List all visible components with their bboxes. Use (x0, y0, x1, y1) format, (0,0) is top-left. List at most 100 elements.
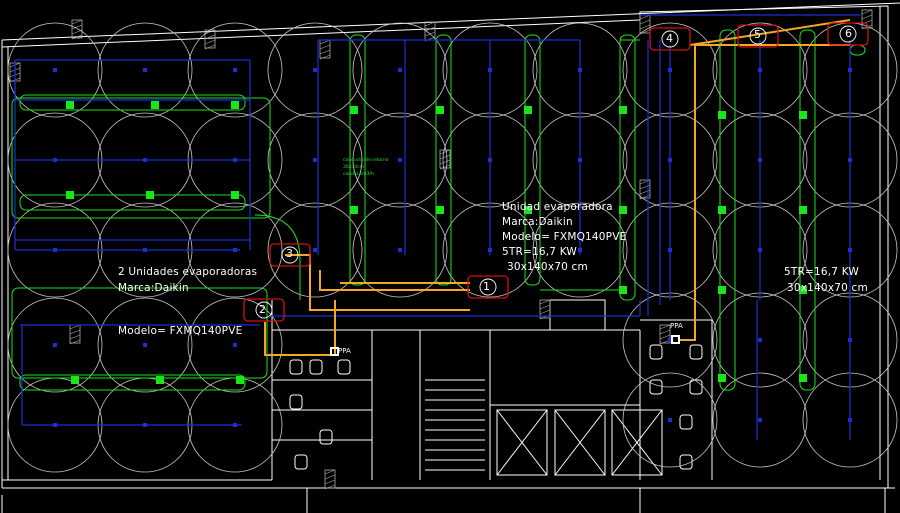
coverage-circle (267, 112, 363, 208)
coverage-circle (187, 22, 283, 118)
return-ducts (11, 29, 866, 391)
return-duct (540, 39, 640, 291)
hatched-column (639, 14, 651, 35)
left-spec-line1: 2 Unidades evaporadoras (118, 266, 258, 278)
center-spec-line4: 5TR=16,7 KW (502, 246, 577, 258)
left-spec-line2: Marca:Daikin (118, 282, 189, 294)
center-spec-line5: 30x140x70 cm (507, 261, 588, 273)
supply-diffuser (758, 68, 762, 72)
column-hatch (324, 474, 336, 480)
right-spec-line2: 30x140x70 cm (787, 282, 868, 294)
unit-housing (827, 22, 869, 46)
bathroom-fixture (679, 414, 693, 430)
hatched-column (439, 149, 451, 170)
supply-diffuser (758, 418, 762, 422)
hatched-column (69, 324, 81, 345)
return-grille (436, 206, 444, 214)
return-grille (66, 191, 74, 199)
supply-diffuser (848, 418, 852, 422)
supply-diffuser (488, 158, 492, 162)
unit-housing (467, 275, 509, 299)
unit-label-6: 6 (845, 27, 853, 40)
column-hatch (204, 44, 216, 50)
column-hatch (324, 469, 336, 475)
coverage-circle (352, 202, 448, 298)
column-hatch (861, 14, 873, 20)
unit-label-5: 5 (754, 28, 762, 41)
coverage-circle (352, 112, 448, 208)
column-hatch (539, 304, 551, 310)
column-hatch (324, 484, 336, 490)
elevator-box (554, 409, 606, 476)
column-hatch (439, 164, 451, 170)
supply-diffuser (143, 158, 147, 162)
return-grille (718, 206, 726, 214)
column-hatch (204, 34, 216, 40)
supply-diffuser (398, 68, 402, 72)
supply-diffuser (668, 68, 672, 72)
supply-diffuser (398, 158, 402, 162)
refrigerant-pipe (285, 254, 470, 311)
column-hatch (424, 21, 436, 27)
supply-diffuser (488, 248, 492, 252)
return-grille (146, 191, 154, 199)
unit-number-circle (661, 30, 679, 48)
return-grille (436, 106, 444, 114)
supply-diffuser (758, 338, 762, 342)
left-spec-line3: Modelo= FXMQ140PVE (118, 325, 243, 337)
elevator-box (496, 409, 548, 476)
ppa-label-right: PPA (670, 322, 683, 330)
supply-diffuser (53, 343, 57, 347)
supply-diffuser (53, 423, 57, 427)
return-duct (19, 94, 246, 111)
return-duct (11, 287, 268, 379)
evaporator-unit (737, 24, 779, 48)
coverage-circle (267, 22, 363, 118)
unit-label-4: 4 (666, 32, 674, 45)
supply-diffuser (313, 248, 317, 252)
column-hatch (639, 19, 651, 25)
return-grille (350, 106, 358, 114)
ppa-label-left: PPA (338, 347, 351, 355)
column-hatch (69, 334, 81, 340)
unit-housing (269, 243, 311, 267)
evaporator-unit (243, 298, 285, 322)
refrigerant-pipe (689, 19, 851, 46)
unit-number-circle (749, 27, 767, 45)
unit-label-1: 1 (483, 280, 491, 293)
unit-housing (243, 298, 285, 322)
column-hatch (69, 329, 81, 335)
return-grille (718, 286, 726, 294)
coverage-circle (622, 372, 718, 468)
bathroom-fixture (679, 454, 693, 470)
return-duct (11, 97, 271, 219)
refrigerant-pipe (264, 322, 335, 356)
column-hatch (71, 34, 83, 40)
bathroom-fixture (689, 379, 703, 395)
supply-diffuser (53, 158, 57, 162)
elevator-box (611, 409, 663, 476)
bathroom-fixture (649, 379, 663, 395)
column-hatch (204, 39, 216, 45)
return-grille (619, 106, 627, 114)
elevator-cross (496, 409, 548, 476)
elevator-cross (554, 409, 606, 476)
column-hatch (639, 14, 651, 20)
supply-diffuser (143, 423, 147, 427)
wall-line (639, 5, 889, 488)
supply-diffuser (313, 158, 317, 162)
bathroom-fixture (289, 359, 303, 375)
bathroom-fixture (649, 344, 663, 360)
supply-diffuser (143, 248, 147, 252)
supply-ducts (14, 14, 860, 440)
elevator-cross (611, 409, 663, 476)
column-hatch (659, 334, 671, 340)
column-hatch (639, 24, 651, 30)
column-hatch (69, 339, 81, 345)
bathroom-fixture (309, 359, 323, 375)
supply-diffuser (848, 338, 852, 342)
return-grille (799, 206, 807, 214)
wall-line (1, 19, 641, 48)
